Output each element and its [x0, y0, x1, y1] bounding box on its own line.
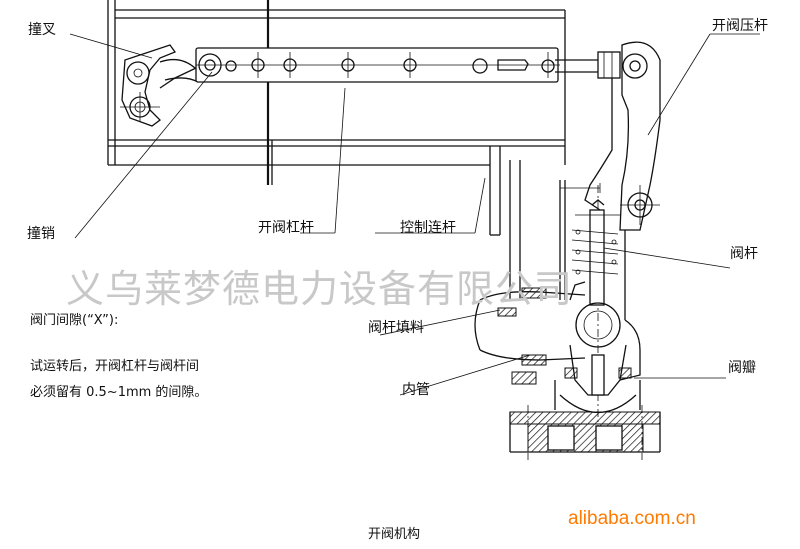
note-line-1: 试运转后，开阀杠杆与阀杆间 [30, 358, 199, 374]
valve-stem [559, 183, 620, 306]
alibaba-brand: alibaba.com.cn [568, 508, 696, 529]
label-valve-disc: 阀瓣 [728, 360, 756, 376]
leader-lines [69, 33, 760, 396]
label-valve-lever: 开阀杠杆 [258, 220, 314, 236]
note-line-2: 必须留有 0.5~1mm 的间隙。 [30, 384, 207, 400]
diagram-caption: 开阀机构 [368, 527, 420, 542]
valve-disc [554, 302, 641, 414]
company-watermark: 义乌莱梦德电力设备有限公司 [66, 267, 573, 311]
label-striker-fork: 撞叉 [28, 22, 56, 38]
upper-frame [107, 0, 566, 236]
striker-fork [120, 44, 199, 127]
valve-press-rod [584, 41, 661, 231]
label-inner-pipe: 内管 [402, 382, 430, 398]
base-flange [509, 405, 661, 460]
label-stem-packing: 阀杆填料 [368, 320, 424, 336]
inner-pipe [474, 281, 586, 385]
valve-lever-bar [159, 47, 560, 89]
clearance-note: 阀门间隙(“X”): 试运转后，开阀杠杆与阀杆间 必须留有 0.5~1mm 的间… [30, 313, 207, 400]
press-rod-link [555, 51, 648, 79]
label-control-link: 控制连杆 [400, 220, 456, 236]
note-heading: 阀门间隙(“X”): [30, 313, 118, 328]
label-valve-press-rod: 开阀压杆 [712, 18, 768, 34]
label-valve-stem: 阀杆 [730, 246, 758, 262]
label-striker-pin: 撞销 [27, 226, 55, 242]
